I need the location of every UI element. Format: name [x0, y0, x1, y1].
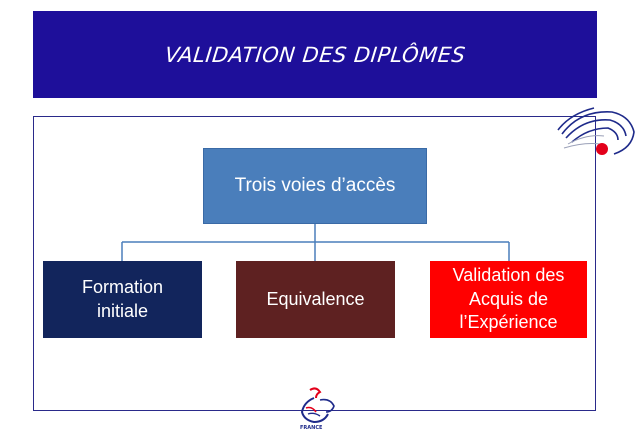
globe-logo-icon [557, 107, 635, 155]
root-node: Trois voies d’accès [203, 148, 427, 224]
node-equivalence: Equivalence [236, 261, 395, 338]
node-formation-initiale: Formation initiale [43, 261, 202, 338]
title-banner: VALIDATION DES DIPLÔMES [33, 11, 597, 98]
rooster-logo-icon [300, 387, 335, 424]
node-vae: Validation des Acquis de l’Expérience [430, 261, 587, 338]
logo-text: FRANCE [300, 425, 323, 431]
